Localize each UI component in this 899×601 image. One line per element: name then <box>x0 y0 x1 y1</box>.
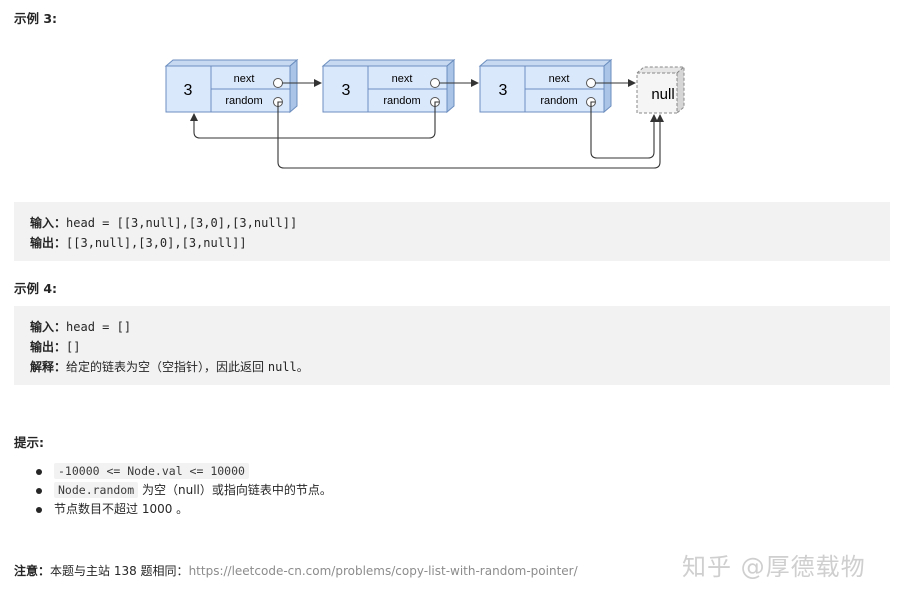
hint-2-text: 为空（null）或指向链表中的节点。 <box>138 483 332 497</box>
hint-3-text: 节点数目不超过 1000 。 <box>54 502 189 516</box>
example4-output-label: 输出： <box>30 340 67 354</box>
note-line: 注意：本题与主站 138 题相同：https://leetcode-cn.com… <box>14 562 578 579</box>
example4-input-line: 输入：head = [] <box>30 318 131 335</box>
example4-output-line: 输出：[] <box>30 338 80 355</box>
example4-explain-code: null <box>267 360 297 374</box>
null-node: null <box>635 65 686 115</box>
example3-input-label: 输入： <box>30 216 67 230</box>
example3-heading: 示例 3: <box>14 11 58 26</box>
example4-input-value: head = [] <box>66 320 132 334</box>
null-label: null <box>651 86 674 103</box>
example4-input-label: 输入： <box>30 320 67 334</box>
linked-list-diagram: 3 next random 3 next random 3 next rando… <box>164 58 686 169</box>
node-2-value: 3 <box>342 82 351 99</box>
zhihu-watermark: 知乎 @厚德载物 <box>682 553 866 581</box>
node-2-next-label: next <box>392 73 413 85</box>
node-2-random-label: random <box>383 95 420 107</box>
example3-output-line: 输出：[[3,null],[3,0],[3,null]] <box>30 234 247 251</box>
node-3-random-label: random <box>540 95 577 107</box>
hint-2-code: Node.random <box>54 482 139 498</box>
example3-output-value: [[3,null],[3,0],[3,null]] <box>66 236 247 250</box>
node-1-random-label: random <box>225 95 262 107</box>
note-link[interactable]: https://leetcode-cn.com/problems/copy-li… <box>188 564 578 578</box>
example3-input-line: 输入：head = [[3,null],[3,0],[3,null]] <box>30 214 297 231</box>
node-1-value: 3 <box>184 82 193 99</box>
note-text: 本题与主站 138 题相同： <box>50 564 189 578</box>
example4-heading: 示例 4: <box>14 281 58 296</box>
example4-explain-label: 解释： <box>30 360 67 374</box>
example4-output-value: [] <box>66 340 81 354</box>
note-label: 注意： <box>14 564 51 578</box>
node-3-next-label: next <box>549 73 570 85</box>
example4-explain-line: 解释：给定的链表为空（空指针），因此返回 null。 <box>30 358 309 375</box>
example3-code-block: 输入：head = [[3,null],[3,0],[3,null]] 输出：[… <box>14 202 890 261</box>
example4-explain-text: 给定的链表为空（空指针），因此返回 <box>66 360 268 374</box>
random-arrows <box>190 101 664 169</box>
example4-code-block: 输入：head = [] 输出：[] 解释：给定的链表为空（空指针），因此返回 … <box>14 306 890 385</box>
node-3-value: 3 <box>499 82 508 99</box>
node-1-next-label: next <box>234 73 255 85</box>
hint-1-code: -10000 <= Node.val <= 10000 <box>54 463 249 479</box>
list-node-2: 3 next random <box>321 58 456 114</box>
example3-input-value: head = [[3,null],[3,0],[3,null]] <box>66 216 298 230</box>
list-node-1: 3 next random <box>164 58 299 114</box>
example3-output-label: 输出： <box>30 236 67 250</box>
hints-heading: 提示: <box>14 435 44 450</box>
example4-explain-end: 。 <box>296 360 309 374</box>
